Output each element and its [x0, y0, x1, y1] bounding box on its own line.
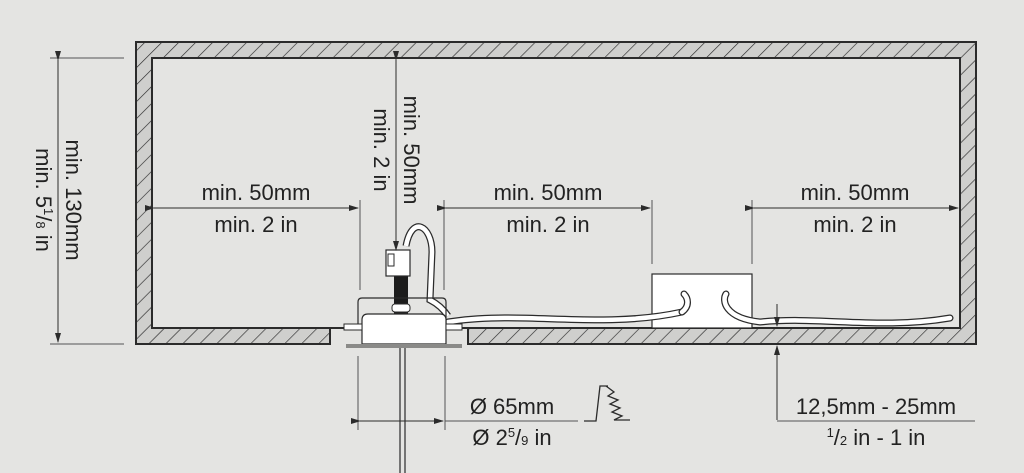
svg-text:min. 2 in: min. 2 in — [813, 212, 896, 237]
svg-text:min. 2 in: min. 2 in — [506, 212, 589, 237]
svg-text:min. 2 in: min. 2 in — [214, 212, 297, 237]
svg-text:min. 2 in: min. 2 in — [369, 108, 394, 191]
ceiling-cavity — [135, 41, 977, 345]
thickness-imperial-label: 1/2 in - 1 in — [827, 425, 926, 450]
cables — [402, 223, 954, 327]
svg-text:min. 50mm: min. 50mm — [494, 180, 603, 205]
svg-text:Ø 65mm: Ø 65mm — [470, 394, 554, 419]
dimension-height-total: min. 130mm min. 51/8 in — [31, 51, 124, 345]
svg-text:min. 50mm: min. 50mm — [399, 96, 424, 205]
diameter-imperial-label: Ø 25/9 in — [472, 425, 551, 450]
height-metric-label: min. 130mm — [61, 139, 86, 260]
height-imperial-label: min. 51/8 in — [31, 148, 56, 252]
dimension-top-clearance: min. 50mm min. 2 in — [369, 51, 424, 251]
recessed-light-fixture — [343, 249, 463, 473]
hole-saw-icon — [584, 385, 630, 422]
driver-box — [651, 273, 753, 329]
dimension-left-clearance: min. 50mm min. 2 in — [145, 180, 361, 290]
dimension-middle-clearance: min. 50mm min. 2 in — [437, 180, 653, 290]
svg-text:12,5mm - 25mm: 12,5mm - 25mm — [796, 394, 956, 419]
svg-text:min. 50mm: min. 50mm — [202, 180, 311, 205]
dimension-cutout-diameter: Ø 65mm Ø 25/9 in — [351, 356, 578, 450]
dimension-right-clearance: min. 50mm min. 2 in — [745, 180, 959, 264]
dimension-ceiling-thickness: 12,5mm - 25mm 1/2 in - 1 in — [774, 304, 975, 450]
svg-text:min. 50mm: min. 50mm — [801, 180, 910, 205]
